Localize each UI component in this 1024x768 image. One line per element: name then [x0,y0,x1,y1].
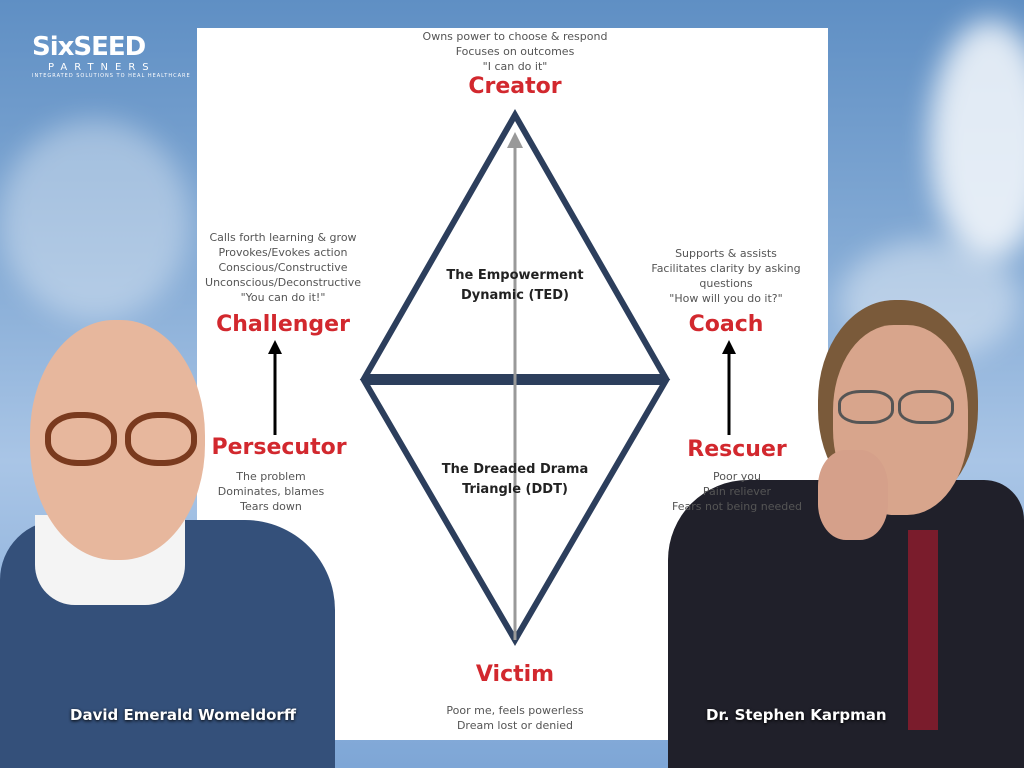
challenger-arrow-head [268,340,282,354]
coach-label: Coach [688,312,764,337]
creator-label: Creator [468,74,562,99]
coach-arrow-head [722,340,736,354]
photo-david-emerald-womeldorff [0,320,340,768]
victim-label: Victim [475,662,555,687]
center-arrow-head [507,132,523,148]
sixseed-logo: SixSEED PARTNERS INTEGRATED SOLUTIONS TO… [32,32,191,79]
rescuer-label: Rescuer [687,437,787,462]
persecutor-label: Persecutor [211,435,347,460]
name-left: David Emerald Womeldorff [70,706,296,724]
cloud [0,120,190,320]
photo-stephen-karpman [668,300,1024,768]
challenger-label: Challenger [216,312,350,337]
name-right: Dr. Stephen Karpman [706,706,887,724]
cloud [930,20,1024,260]
